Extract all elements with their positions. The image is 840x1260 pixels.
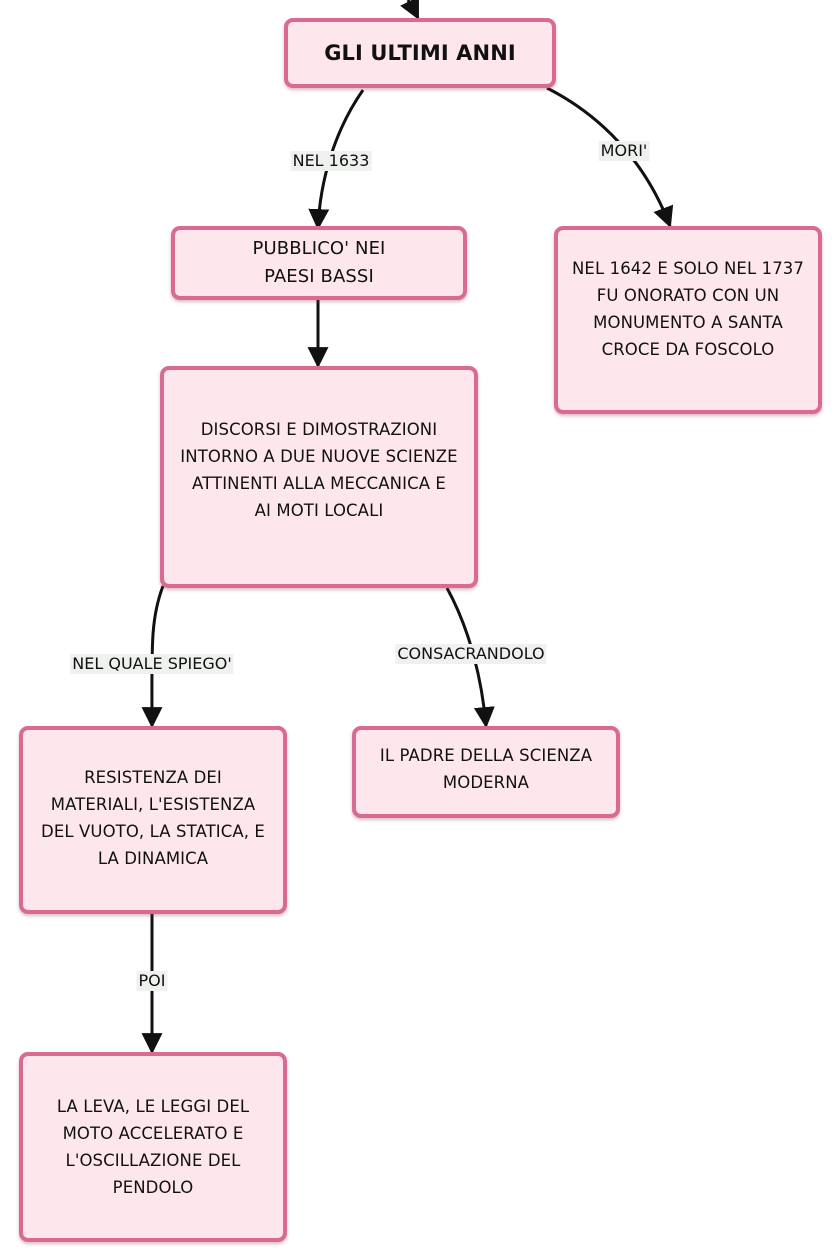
edge-label-consacrandolo: CONSACRANDOLO — [395, 644, 547, 664]
edge-label-poi: POI — [136, 971, 168, 991]
node-padre-scienza[interactable]: IL PADRE DELLA SCIENZA MODERNA — [352, 726, 620, 818]
node-pubblico-paesi-bassi[interactable]: PUBBLICO' NEI PAESI BASSI — [171, 226, 467, 300]
node-resistenza-materiali[interactable]: RESISTENZA DEI MATERIALI, L'ESISTENZA DE… — [19, 726, 287, 914]
edge-label-mori: MORI' — [598, 141, 650, 161]
edge-nel-quale-spiego — [141, 585, 165, 729]
edge-label-nel-1633: NEL 1633 — [290, 151, 372, 171]
node-discorsi-dimostrazioni[interactable]: DISCORSI E DIMOSTRAZIONI INTORNO A DUE N… — [160, 366, 478, 588]
edge-incoming-top — [400, 0, 420, 20]
edge-label-nel-quale-spiego: NEL QUALE SPIEGO' — [70, 654, 234, 674]
node-gli-ultimi-anni[interactable]: GLI ULTIMI ANNI — [284, 18, 556, 88]
node-mori-onorato[interactable]: NEL 1642 E SOLO NEL 1737 FU ONORATO CON … — [554, 226, 822, 414]
node-leva-leggi-moto[interactable]: LA LEVA, LE LEGGI DEL MOTO ACCELERATO E … — [19, 1052, 287, 1242]
